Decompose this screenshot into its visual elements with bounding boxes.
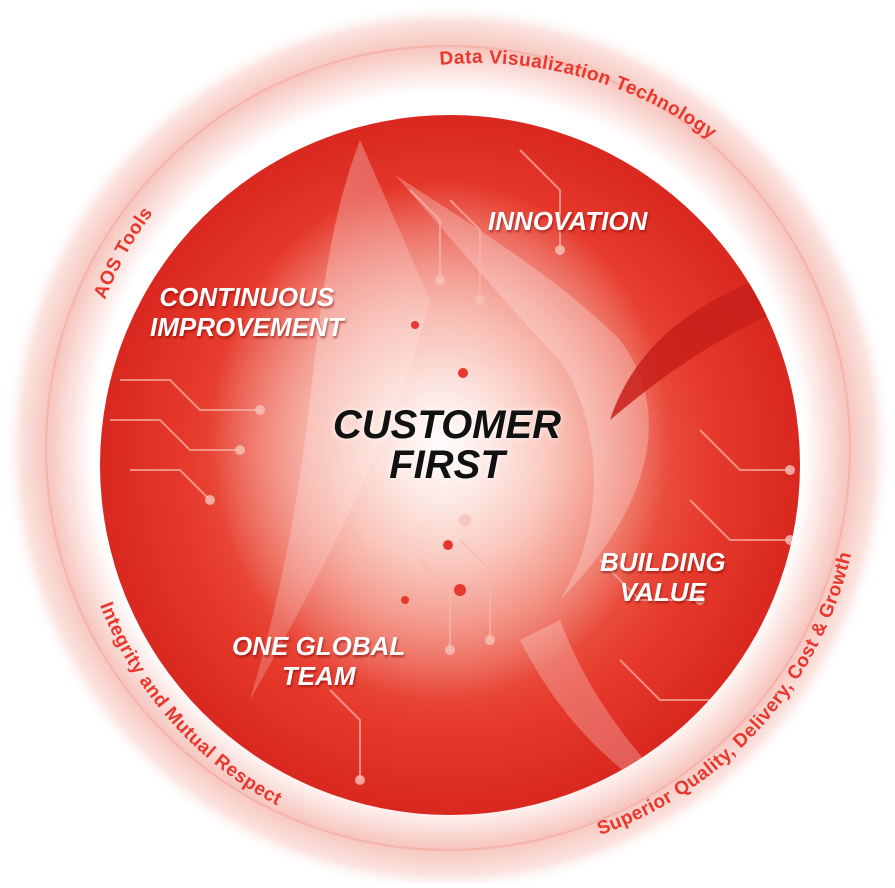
circuit-pattern — [110, 140, 800, 815]
value-team-line1: ONE GLOBAL — [232, 631, 406, 661]
value-building-value: BUILDING VALUE — [600, 547, 726, 608]
center-customer-first: CUSTOMER FIRST — [297, 405, 597, 485]
center-line1: CUSTOMER — [332, 403, 562, 447]
center-line2: FIRST — [389, 443, 505, 487]
value-continuous-line2: IMPROVEMENT — [150, 311, 344, 342]
value-innovation: INNOVATION — [488, 206, 648, 237]
value-team-line2: TEAM — [281, 660, 356, 691]
value-continuous-line1: CONTINUOUS — [159, 282, 335, 312]
value-continuous-improvement: CONTINUOUS IMPROVEMENT — [150, 282, 344, 343]
value-innovation-text: INNOVATION — [488, 206, 648, 236]
value-one-global-team: ONE GLOBAL TEAM — [232, 631, 406, 692]
value-building-line2: VALUE — [619, 576, 706, 607]
value-building-line1: BUILDING — [600, 547, 726, 577]
